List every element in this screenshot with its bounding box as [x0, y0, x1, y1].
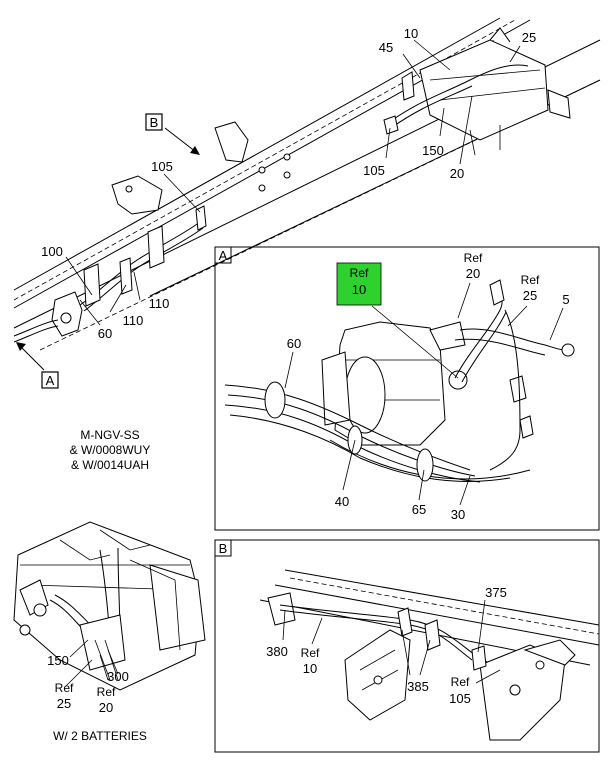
ref20-num: 20	[466, 266, 480, 281]
callout-a-box	[41, 371, 59, 389]
detail-a-tag-box	[214, 246, 232, 264]
battery-ref20-num: 20	[99, 700, 113, 715]
batteries-view: 150 300 Ref 25 Ref 20	[13, 521, 206, 715]
ref20-ref: Ref	[464, 251, 483, 265]
label-110-a: 110	[149, 296, 170, 311]
main-view-caption: M-NGV-SS & W/0008WUY & W/0014UAH	[40, 428, 180, 473]
label-45: 45	[379, 40, 393, 55]
batteries-caption: W/ 2 BATTERIES	[53, 729, 147, 743]
battery-ref25-ref: Ref	[55, 681, 74, 695]
battery-label-150: 150	[47, 653, 69, 668]
battery-ref20-ref: Ref	[97, 685, 116, 699]
detail-a-panel: A Ref 10	[214, 246, 600, 531]
detail-b-panel: B 375 380 Ref 10 385 Ref 105	[214, 539, 600, 753]
label-105-left: 105	[151, 159, 173, 174]
battery-ref25-num: 25	[57, 696, 71, 711]
main-frame-view: B A 45 10 25 105 150 20 105 100 110 110 …	[13, 17, 601, 389]
label-60: 60	[98, 326, 112, 341]
label-150: 150	[422, 143, 444, 158]
label-110-b: 110	[123, 313, 144, 328]
label-105-top: 105	[363, 163, 385, 178]
callout-b-label: B	[150, 115, 159, 130]
label-100: 100	[41, 244, 63, 259]
detail-a-tag: A	[219, 248, 228, 263]
highlight-num-text: 10	[352, 282, 366, 297]
label-60-detail: 60	[287, 336, 301, 351]
callout-b-box	[145, 113, 163, 131]
detail-a-frame	[214, 246, 600, 531]
label-5: 5	[562, 292, 569, 307]
ref105-num: 105	[449, 691, 471, 706]
detail-b-tag: B	[219, 541, 228, 556]
callout-a-label: A	[46, 373, 55, 388]
frame-bolts	[258, 153, 291, 192]
label-40: 40	[335, 494, 349, 509]
battery-label-300: 300	[107, 669, 129, 684]
highlight-ref-text: Ref	[350, 266, 369, 280]
ref10-ref: Ref	[301, 646, 320, 660]
detail-b-frame	[214, 539, 600, 753]
label-25: 25	[522, 30, 536, 45]
caption-line-1: M-NGV-SS	[80, 428, 140, 442]
label-380: 380	[266, 644, 288, 659]
label-20: 20	[450, 166, 464, 181]
caption-line-3: & W/0014UAH	[70, 458, 150, 472]
ref25-ref: Ref	[521, 273, 540, 287]
label-375: 375	[485, 585, 507, 600]
ref105-ref: Ref	[451, 675, 470, 689]
caption-line-2: & W/0008WUY	[69, 443, 151, 457]
ref25-num: 25	[523, 288, 537, 303]
label-10: 10	[404, 26, 418, 41]
detail-b-tag-box	[214, 539, 232, 557]
ref10-num: 10	[303, 661, 317, 676]
label-65: 65	[412, 502, 426, 517]
label-385: 385	[407, 679, 429, 694]
label-30: 30	[451, 507, 465, 522]
highlight-ref-10-box	[336, 262, 382, 306]
